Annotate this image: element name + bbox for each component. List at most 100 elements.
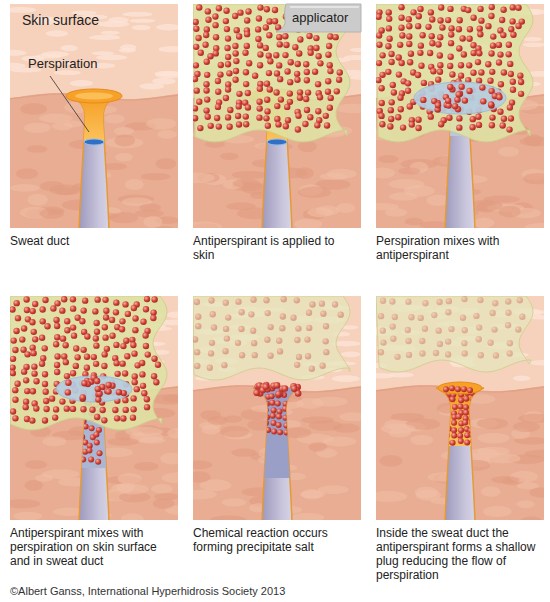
antiperspirant-particle xyxy=(450,396,456,402)
antiperspirant-particle xyxy=(338,312,344,318)
tissue-cell xyxy=(385,208,408,217)
tissue-cell xyxy=(296,167,314,179)
antiperspirant-particle xyxy=(53,406,59,412)
antiperspirant-particle xyxy=(54,362,60,368)
antiperspirant-particle xyxy=(296,50,302,56)
antiperspirant-particle xyxy=(218,62,224,68)
antiperspirant-particle xyxy=(445,338,451,344)
antiperspirant-particle xyxy=(109,333,115,339)
antiperspirant-particle xyxy=(294,337,300,343)
antiperspirant-particle xyxy=(257,42,263,48)
antiperspirant-particle xyxy=(196,4,202,10)
antiperspirant-particle xyxy=(405,327,411,333)
antiperspirant-particle xyxy=(497,51,503,57)
tissue-cell xyxy=(27,145,48,152)
tissue-cell xyxy=(336,203,355,213)
antiperspirant-particle xyxy=(42,417,48,423)
surface-texture xyxy=(529,360,544,366)
antiperspirant-particle xyxy=(449,385,455,391)
antiperspirant-particle xyxy=(294,362,300,368)
antiperspirant-particle xyxy=(225,114,231,120)
part-label: Perspiration xyxy=(28,56,97,72)
antiperspirant-particle xyxy=(394,354,400,360)
tissue-cell xyxy=(114,135,135,147)
antiperspirant-particle xyxy=(501,116,507,122)
antiperspirant-particle xyxy=(257,4,263,10)
antiperspirant-particle xyxy=(132,327,138,333)
antiperspirant-particle xyxy=(132,315,138,321)
antiperspirant-particle xyxy=(222,348,228,354)
antiperspirant-particle xyxy=(390,335,396,341)
antiperspirant-particle xyxy=(70,406,76,412)
antiperspirant-particle xyxy=(388,107,394,113)
antiperspirant-particle xyxy=(332,301,338,307)
antiperspirant-particle xyxy=(510,79,516,85)
antiperspirant-particle xyxy=(407,59,413,65)
antiperspirant-particle xyxy=(236,33,242,39)
antiperspirant-particle xyxy=(95,386,101,392)
antiperspirant-particle xyxy=(151,296,157,302)
antiperspirant-particle xyxy=(245,90,251,96)
antiperspirant-particle xyxy=(235,340,241,346)
tissue-cell xyxy=(220,153,239,160)
duct-contents xyxy=(430,382,490,446)
surface-texture xyxy=(96,55,127,61)
antiperspirant-particle xyxy=(270,413,276,419)
antiperspirant-particle xyxy=(496,94,502,100)
antiperspirant-particle xyxy=(489,4,495,10)
antiperspirant-particle xyxy=(295,325,301,331)
antiperspirant-particle xyxy=(203,87,209,93)
antiperspirant-particle xyxy=(89,407,95,413)
antiperspirant-particle xyxy=(519,314,525,320)
antiperspirant-particle xyxy=(491,326,497,332)
antiperspirant-particle xyxy=(327,68,333,74)
antiperspirant-particle xyxy=(505,310,511,316)
antiperspirant-particle xyxy=(489,122,495,128)
antiperspirant-particle xyxy=(238,326,244,332)
tissue-cell xyxy=(40,208,64,218)
antiperspirant-particle xyxy=(205,8,211,14)
antiperspirant-particle xyxy=(477,6,483,12)
tissue-cell xyxy=(193,222,222,228)
antiperspirant-particle xyxy=(309,301,315,307)
antiperspirant-particle xyxy=(452,103,458,109)
antiperspirant-particle xyxy=(376,14,382,20)
antiperspirant-particle xyxy=(323,349,329,355)
antiperspirant-particle xyxy=(458,427,464,433)
tissue-cell xyxy=(232,171,268,179)
tissue-cell xyxy=(139,203,161,211)
antiperspirant-particle xyxy=(102,297,108,303)
antiperspirant-particle xyxy=(400,124,406,130)
antiperspirant-particle xyxy=(54,334,60,340)
antiperspirant-particle xyxy=(458,84,464,90)
antiperspirant-particle xyxy=(264,81,270,87)
antiperspirant-particle xyxy=(501,69,507,75)
antiperspirant-particle xyxy=(415,125,421,131)
antiperspirant-layer xyxy=(193,4,350,142)
antiperspirant-particle xyxy=(319,300,325,306)
antiperspirant-particle xyxy=(215,89,221,95)
illustration-panel: Inside the sweat duct the antiperspirant… xyxy=(376,296,544,520)
antiperspirant-particle xyxy=(447,6,453,12)
antiperspirant-particle xyxy=(226,124,232,130)
antiperspirant-particle xyxy=(437,62,443,68)
antiperspirant-particle xyxy=(408,314,414,320)
antiperspirant-particle xyxy=(243,81,249,87)
antiperspirant-particle xyxy=(386,36,392,42)
antiperspirant-particle xyxy=(209,340,215,346)
tissue-cell xyxy=(157,130,177,139)
antiperspirant-particle xyxy=(196,99,202,105)
surface-texture xyxy=(158,46,178,52)
antiperspirant-particle xyxy=(89,425,95,431)
antiperspirant-particle xyxy=(142,332,148,338)
antiperspirant-particle xyxy=(208,297,214,303)
antiperspirant-particle xyxy=(236,121,242,127)
antiperspirant-particle xyxy=(207,365,213,371)
mixing-pool xyxy=(414,82,506,114)
tissue-cell xyxy=(25,480,43,491)
antiperspirant-particle xyxy=(500,32,506,38)
antiperspirant-particle xyxy=(326,43,332,49)
antiperspirant-particle xyxy=(277,348,283,354)
antiperspirant-particle xyxy=(21,368,27,374)
antiperspirant-particle xyxy=(297,94,303,100)
